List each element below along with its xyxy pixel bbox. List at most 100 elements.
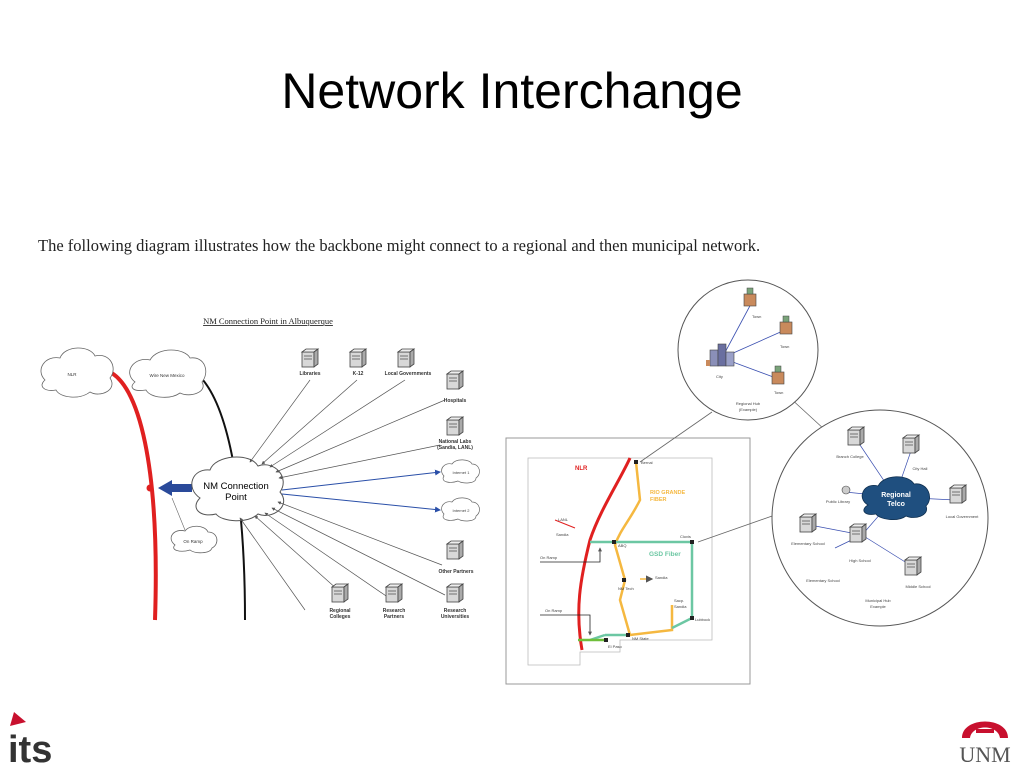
building-icon [771, 365, 785, 385]
nlr-junction [146, 484, 154, 492]
telco-label-1: Regional [881, 492, 911, 499]
its-logo: its [8, 712, 52, 768]
server-icon [949, 484, 967, 504]
node-links [239, 379, 446, 611]
map-nlr-line [577, 457, 632, 651]
rio-grande-label-1: RIO GRANDE [650, 490, 685, 496]
on-ramp-link [171, 497, 186, 531]
cloud-icon [129, 349, 207, 398]
slide-title: Network Interchange [281, 63, 743, 119]
place-lubbock: Lubbock [695, 617, 710, 622]
node-research-univ-2: Universities [441, 614, 470, 620]
center-cloud-label-2: Point [225, 492, 247, 503]
node-regional-colleges-1: Regional [329, 608, 351, 614]
place-abq: ABQ [618, 543, 626, 548]
map-node [690, 540, 694, 544]
place-elpaso: El Paso [608, 644, 623, 649]
cloud-icon [441, 497, 480, 522]
server-icon [446, 540, 464, 560]
node-natlabs-2: (Sandia, LANL) [437, 445, 473, 451]
internet-links [281, 469, 441, 513]
map-node [604, 638, 608, 642]
place-on-ramp1: On Ramp [540, 555, 558, 560]
server-icon [446, 370, 464, 390]
node-research-partners-2: Partners [384, 614, 405, 620]
place-sandia2: Sandia [655, 575, 668, 580]
unm-logo-arch [962, 721, 1008, 738]
slide-caption: The following diagram illustrates how th… [38, 236, 761, 255]
branch-college-label: Branch College [836, 454, 864, 459]
regional-town2: Town [780, 344, 789, 349]
building-icon [706, 343, 735, 367]
node-natlabs-1: National Labs [439, 439, 472, 445]
place-sacpeak-2: Sandia [674, 604, 687, 609]
on-ramp1-arrow [540, 547, 602, 563]
server-icon [331, 583, 349, 603]
regional-caption-2: (Example) [739, 407, 758, 412]
server-icon [397, 348, 415, 368]
place-sacpeak-1: Sacp. [674, 598, 684, 603]
connector-municipal [697, 514, 776, 543]
cloud-icon [170, 525, 218, 554]
elem-school-b-label: Elementary School [806, 578, 840, 583]
map-node [626, 633, 630, 637]
internet1-label: Internet 1 [453, 470, 471, 475]
place-top: Bernal [641, 460, 653, 465]
nlr-cloud-label: NLR [67, 372, 77, 377]
node-other-partners: Other Partners [438, 569, 473, 575]
cloud-icon [861, 476, 930, 520]
node-libraries: Libraries [299, 371, 320, 377]
map-diagram: NLR RIO GRANDE FIBER GSD Fiber Bernal LA… [505, 437, 751, 685]
cloud-icon [40, 347, 114, 398]
map-node [622, 578, 626, 582]
left-diagram-title: NM Connection Point in Albuquerque [203, 316, 333, 326]
node-local-gov: Local Governments [385, 371, 432, 377]
rio-grande-fiber [613, 461, 674, 637]
server-icon [799, 513, 817, 533]
building-icon [743, 287, 757, 307]
regional-caption-1: Regional Hub [736, 401, 761, 406]
regional-hub-circle: Town Town City Town Regional Hub (Exampl… [677, 279, 819, 421]
map-node [612, 540, 616, 544]
map-node [634, 460, 638, 464]
node-hospitals: Hospitals [444, 398, 467, 404]
center-cloud-label-1: NM Connection [203, 481, 268, 492]
server-icon [349, 348, 367, 368]
its-logo-text: its [8, 729, 52, 768]
regional-city: City [716, 374, 723, 379]
internet2-label: Internet 2 [453, 508, 471, 513]
place-nmtech: NM Tech [618, 586, 634, 591]
public-library-label: Public Library [826, 499, 850, 504]
telco-label-2: Telco [887, 501, 905, 508]
node-k12: K-12 [353, 371, 364, 377]
municipal-caption-2: Example [870, 604, 886, 609]
place-sandia: Sandia [556, 532, 569, 537]
server-icon [446, 416, 464, 436]
regional-town3: Town [774, 390, 783, 395]
rio-grande-label-2: FIBER [650, 497, 667, 503]
server-icon [902, 434, 920, 454]
left-diagram: NM Connection Point in Albuquerque NLR W… [40, 316, 480, 621]
municipal-caption-1: Municipal Hub [865, 598, 891, 603]
building-icon [779, 315, 793, 335]
local-gov-label: Local Government [946, 514, 980, 519]
cloud-icon [191, 456, 285, 522]
server-icon [849, 523, 867, 543]
node-regional-colleges-2: Colleges [330, 614, 351, 620]
lanl-arrow [554, 519, 576, 529]
on-ramp-cloud-label: On Ramp [183, 539, 203, 544]
nlr-line [104, 368, 158, 621]
server-icon [446, 583, 464, 603]
place-nmstate: NM State [632, 636, 649, 641]
gsd-fiber-label: GSD Fiber [649, 551, 681, 558]
unm-logo-text: UNM [959, 742, 1010, 767]
place-right-top: Clovis [680, 534, 691, 539]
arrow-icon [158, 480, 192, 496]
regional-town1: Town [752, 314, 761, 319]
map-frame [505, 437, 751, 685]
city-hall-label: City Hall [913, 466, 928, 471]
high-school-label: High School [849, 558, 871, 563]
state-outline [527, 457, 713, 666]
wire-nm-cloud-label: Wire New Mexico [149, 373, 185, 378]
